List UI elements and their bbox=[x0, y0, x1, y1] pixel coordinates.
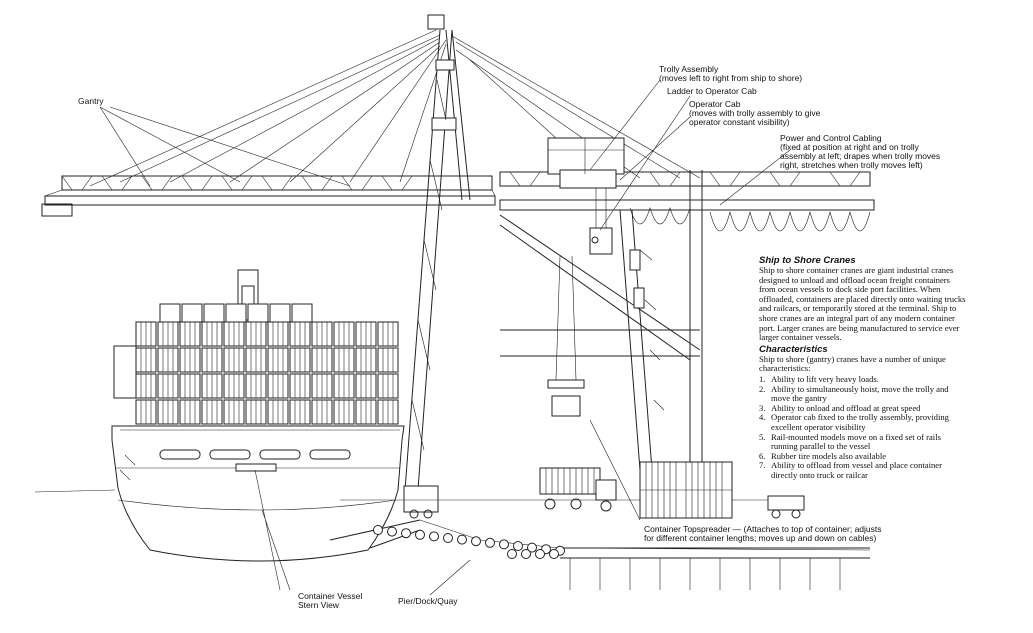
list-item-num: 5. bbox=[759, 431, 766, 442]
info-intro: Ship to shore (gantry) cranes have a num… bbox=[759, 353, 946, 374]
quay-fender bbox=[535, 549, 545, 559]
list-item-text: Ability to lift very heavy loads. bbox=[771, 373, 879, 384]
quay-fender bbox=[521, 549, 531, 559]
label-cab-title: Operator Cab bbox=[689, 99, 741, 109]
label-pier: Pier/Dock/Quay bbox=[398, 596, 458, 606]
quay-fender bbox=[415, 529, 425, 540]
label-power-note-2: assembly at left; drapes when trolly mov… bbox=[780, 151, 941, 161]
label-ladder: Ladder to Operator Cab bbox=[667, 86, 757, 96]
crane-legs bbox=[619, 170, 703, 471]
info-panel: Ship to Shore Cranes Ship to shore conta… bbox=[759, 255, 967, 480]
list-item: 3. Ability to onload and offload at great… bbox=[759, 402, 967, 414]
list-item-num: 6. bbox=[759, 450, 766, 461]
list-item-text: Ability to offload from vessel and place… bbox=[771, 460, 942, 480]
quay-fender bbox=[373, 525, 383, 535]
crane-tower bbox=[403, 14, 471, 519]
list-item-num: 4. bbox=[759, 412, 766, 423]
info-heading: Ship to Shore Cranes bbox=[759, 255, 856, 266]
label-power-note-1: (fixed at position at right and on troll… bbox=[780, 142, 919, 152]
label-topspreader-1: Container Topspreader — (Attaches to top… bbox=[644, 524, 882, 534]
quay-fender bbox=[443, 533, 453, 543]
list-item-text: Operator cab fixed to the trolly assembl… bbox=[771, 412, 949, 432]
list-item: 7. Ability to offload from vessel and pla… bbox=[759, 461, 967, 480]
characteristics-list: 1. Ability to lift very heavy loads. 2. Ab… bbox=[759, 373, 967, 481]
info-paragraph: Ship to shore container cranes are giant… bbox=[759, 265, 966, 343]
label-trolly-title: Trolly Assembly bbox=[659, 64, 719, 74]
label-gantry: Gantry bbox=[78, 96, 104, 106]
gantry-boom bbox=[41, 29, 496, 217]
trolly-assembly bbox=[547, 137, 625, 255]
power-cables bbox=[629, 206, 871, 232]
label-topspreader-2: for different container lengths; moves u… bbox=[644, 533, 877, 543]
list-item-num: 7. bbox=[759, 460, 766, 471]
list-item-num: 3. bbox=[759, 402, 766, 413]
quay-fender bbox=[513, 541, 523, 551]
list-item-text: Rubber tire models also available bbox=[771, 450, 887, 461]
quay bbox=[329, 499, 871, 590]
list-item-num: 1. bbox=[759, 373, 766, 384]
label-power-note-3: right, stretches when trolly moves left) bbox=[780, 160, 923, 170]
topspreader bbox=[547, 255, 585, 417]
ship-container bbox=[159, 303, 181, 323]
label-cab-note-2: operator constant visibility) bbox=[689, 117, 790, 127]
front-boom bbox=[451, 35, 875, 361]
label-trolly-note: (moves left to right from ship to shore) bbox=[659, 73, 803, 83]
quay-fender bbox=[429, 531, 439, 542]
ship-container bbox=[203, 303, 225, 323]
list-item: 1. Ability to lift very heavy loads. bbox=[759, 373, 967, 385]
ship-container bbox=[181, 303, 203, 323]
ship-container bbox=[247, 303, 269, 323]
list-item-text: Ability to simultaneously hoist, move th… bbox=[771, 383, 949, 404]
container-vessel bbox=[111, 269, 405, 562]
info-subheading: Characteristics bbox=[759, 343, 828, 355]
quay-fender bbox=[527, 542, 537, 553]
label-vessel-1: Container Vessel bbox=[298, 591, 363, 601]
shore-containers bbox=[539, 461, 805, 519]
label-power-title: Power and Control Cabling bbox=[780, 133, 882, 143]
list-item-text: Ability to onload and offload at great s… bbox=[771, 402, 921, 413]
list-item: 4. Operator cab fixed to the trolly assem… bbox=[759, 413, 967, 432]
quay-fender bbox=[499, 539, 509, 550]
quay-fender bbox=[387, 526, 397, 537]
label-cab-note-1: (moves with trolly assembly to give bbox=[689, 108, 821, 118]
list-item: 5. Rail-mounted models move on a fixed se… bbox=[759, 431, 967, 452]
quay-fender bbox=[457, 534, 467, 545]
list-item: 2. Ability to simultaneously hoist, move … bbox=[759, 383, 967, 404]
quay-fender bbox=[485, 537, 495, 548]
list-item: 6. Rubber tire models also available bbox=[759, 450, 967, 462]
quay-fender bbox=[507, 549, 517, 559]
ship-container bbox=[113, 345, 137, 399]
ship-container bbox=[269, 303, 291, 323]
list-item-text: Rail-mounted models move on a fixed set … bbox=[771, 431, 941, 452]
leader-lines bbox=[99, 79, 791, 596]
quay-fender bbox=[549, 549, 559, 559]
list-item-num: 2. bbox=[759, 383, 766, 394]
quay-fender bbox=[401, 528, 411, 539]
water-line bbox=[34, 489, 116, 493]
ship-container bbox=[291, 303, 313, 323]
quay-fender bbox=[471, 536, 481, 547]
ship-container bbox=[225, 303, 247, 323]
label-vessel-2: Stern View bbox=[298, 600, 339, 610]
